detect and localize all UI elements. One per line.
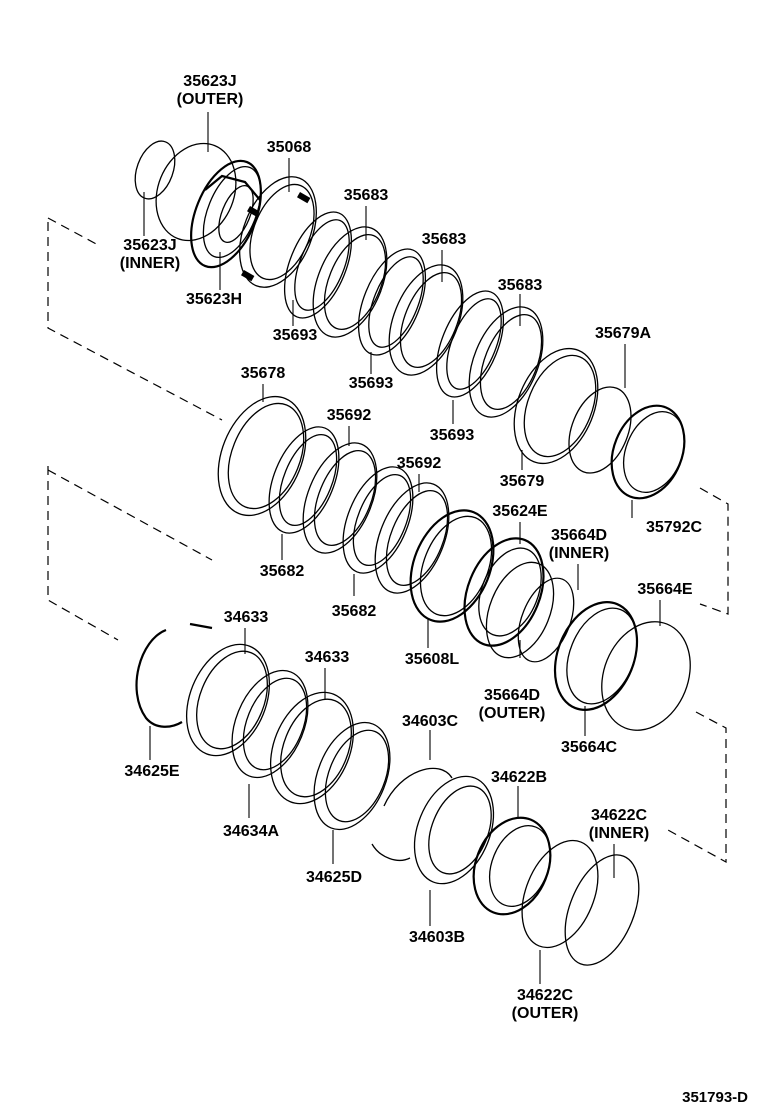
label-line: 35679 bbox=[500, 473, 545, 490]
label-35608L: 35608L bbox=[405, 651, 459, 668]
label-line: 34622C bbox=[591, 807, 647, 824]
label-34603B: 34603B bbox=[409, 929, 465, 946]
label-line: 35693 bbox=[273, 327, 318, 344]
label-35693-b: 35693 bbox=[349, 375, 394, 392]
label-line: 35692 bbox=[397, 455, 442, 472]
label-35664E: 35664E bbox=[637, 581, 692, 598]
leader-lines bbox=[143, 112, 661, 984]
label-line: 34625D bbox=[306, 869, 362, 886]
label-line: (INNER) bbox=[549, 545, 609, 562]
label-line: 35693 bbox=[430, 427, 475, 444]
dashed-group-outlines bbox=[47, 217, 729, 864]
label-line: 35692 bbox=[327, 407, 372, 424]
label-35683-a: 35683 bbox=[344, 187, 389, 204]
label-35692-b: 35692 bbox=[397, 455, 442, 472]
label-line: (OUTER) bbox=[177, 91, 244, 108]
label-line: 35693 bbox=[349, 375, 394, 392]
label-35623J-outer: 35623J(OUTER) bbox=[177, 73, 244, 108]
label-line: 34633 bbox=[224, 609, 269, 626]
label-35664D-outer: 35664D(OUTER) bbox=[479, 687, 546, 722]
label-35678: 35678 bbox=[241, 365, 286, 382]
label-line: (INNER) bbox=[120, 255, 180, 272]
label-34622C-outer: 34622C(OUTER) bbox=[512, 987, 579, 1022]
row-3-parts bbox=[135, 622, 640, 966]
label-line: 35683 bbox=[422, 231, 467, 248]
label-34603C: 34603C bbox=[402, 713, 458, 730]
label-34625E: 34625E bbox=[124, 763, 179, 780]
label-35623J-inner: 35623J(INNER) bbox=[120, 237, 180, 272]
label-line: 35683 bbox=[344, 187, 389, 204]
label-line: 35682 bbox=[332, 603, 377, 620]
label-35683-c: 35683 bbox=[498, 277, 543, 294]
label-35693-c: 35693 bbox=[430, 427, 475, 444]
label-line: (INNER) bbox=[589, 825, 649, 842]
label-line: 35664C bbox=[561, 739, 617, 756]
label-35624E: 35624E bbox=[492, 503, 547, 520]
label-line: 34622B bbox=[491, 769, 547, 786]
label-35664C: 35664C bbox=[561, 739, 617, 756]
label-35682-a: 35682 bbox=[260, 563, 305, 580]
label-35692-a: 35692 bbox=[327, 407, 372, 424]
label-line: 35664D bbox=[484, 687, 540, 704]
label-line: 35068 bbox=[267, 139, 312, 156]
label-34625D: 34625D bbox=[306, 869, 362, 886]
label-35682-b: 35682 bbox=[332, 603, 377, 620]
row-1-parts bbox=[134, 140, 544, 418]
label-line: 35683 bbox=[498, 277, 543, 294]
diagram-code: 351793-D bbox=[682, 1089, 748, 1106]
label-line: 35623J bbox=[123, 237, 176, 254]
part-labels: 35623J(OUTER) 35623J(INNER) 35623H 35068… bbox=[120, 73, 703, 1022]
label-line: (OUTER) bbox=[512, 1005, 579, 1022]
label-line: 35664D bbox=[551, 527, 607, 544]
label-line: 35608L bbox=[405, 651, 459, 668]
label-35792C: 35792C bbox=[646, 519, 702, 536]
label-34622C-inner: 34622C(INNER) bbox=[589, 807, 649, 842]
label-line: 35623J bbox=[183, 73, 236, 90]
label-35623H: 35623H bbox=[186, 291, 242, 308]
label-34633-a: 34633 bbox=[224, 609, 269, 626]
label-line: 34603C bbox=[402, 713, 458, 730]
label-34633-b: 34633 bbox=[305, 649, 350, 666]
row-2-parts bbox=[217, 347, 691, 731]
label-line: 34603B bbox=[409, 929, 465, 946]
label-34634A: 34634A bbox=[223, 823, 279, 840]
label-35683-b: 35683 bbox=[422, 231, 467, 248]
label-line: 35623H bbox=[186, 291, 242, 308]
label-line: 35679A bbox=[595, 325, 651, 342]
label-35679A: 35679A bbox=[595, 325, 651, 342]
label-line: 35624E bbox=[492, 503, 547, 520]
label-35068: 35068 bbox=[267, 139, 312, 156]
label-line: 34634A bbox=[223, 823, 279, 840]
label-35693-a: 35693 bbox=[273, 327, 318, 344]
label-line: 34622C bbox=[517, 987, 573, 1004]
label-35679: 35679 bbox=[500, 473, 545, 490]
label-line: 35792C bbox=[646, 519, 702, 536]
label-line: 34633 bbox=[305, 649, 350, 666]
label-line: 35664E bbox=[637, 581, 692, 598]
label-line: 35678 bbox=[241, 365, 286, 382]
label-line: 35682 bbox=[260, 563, 305, 580]
label-34622B: 34622B bbox=[491, 769, 547, 786]
label-line: (OUTER) bbox=[479, 705, 546, 722]
label-35664D-inner: 35664D(INNER) bbox=[549, 527, 609, 562]
label-line: 34625E bbox=[124, 763, 179, 780]
